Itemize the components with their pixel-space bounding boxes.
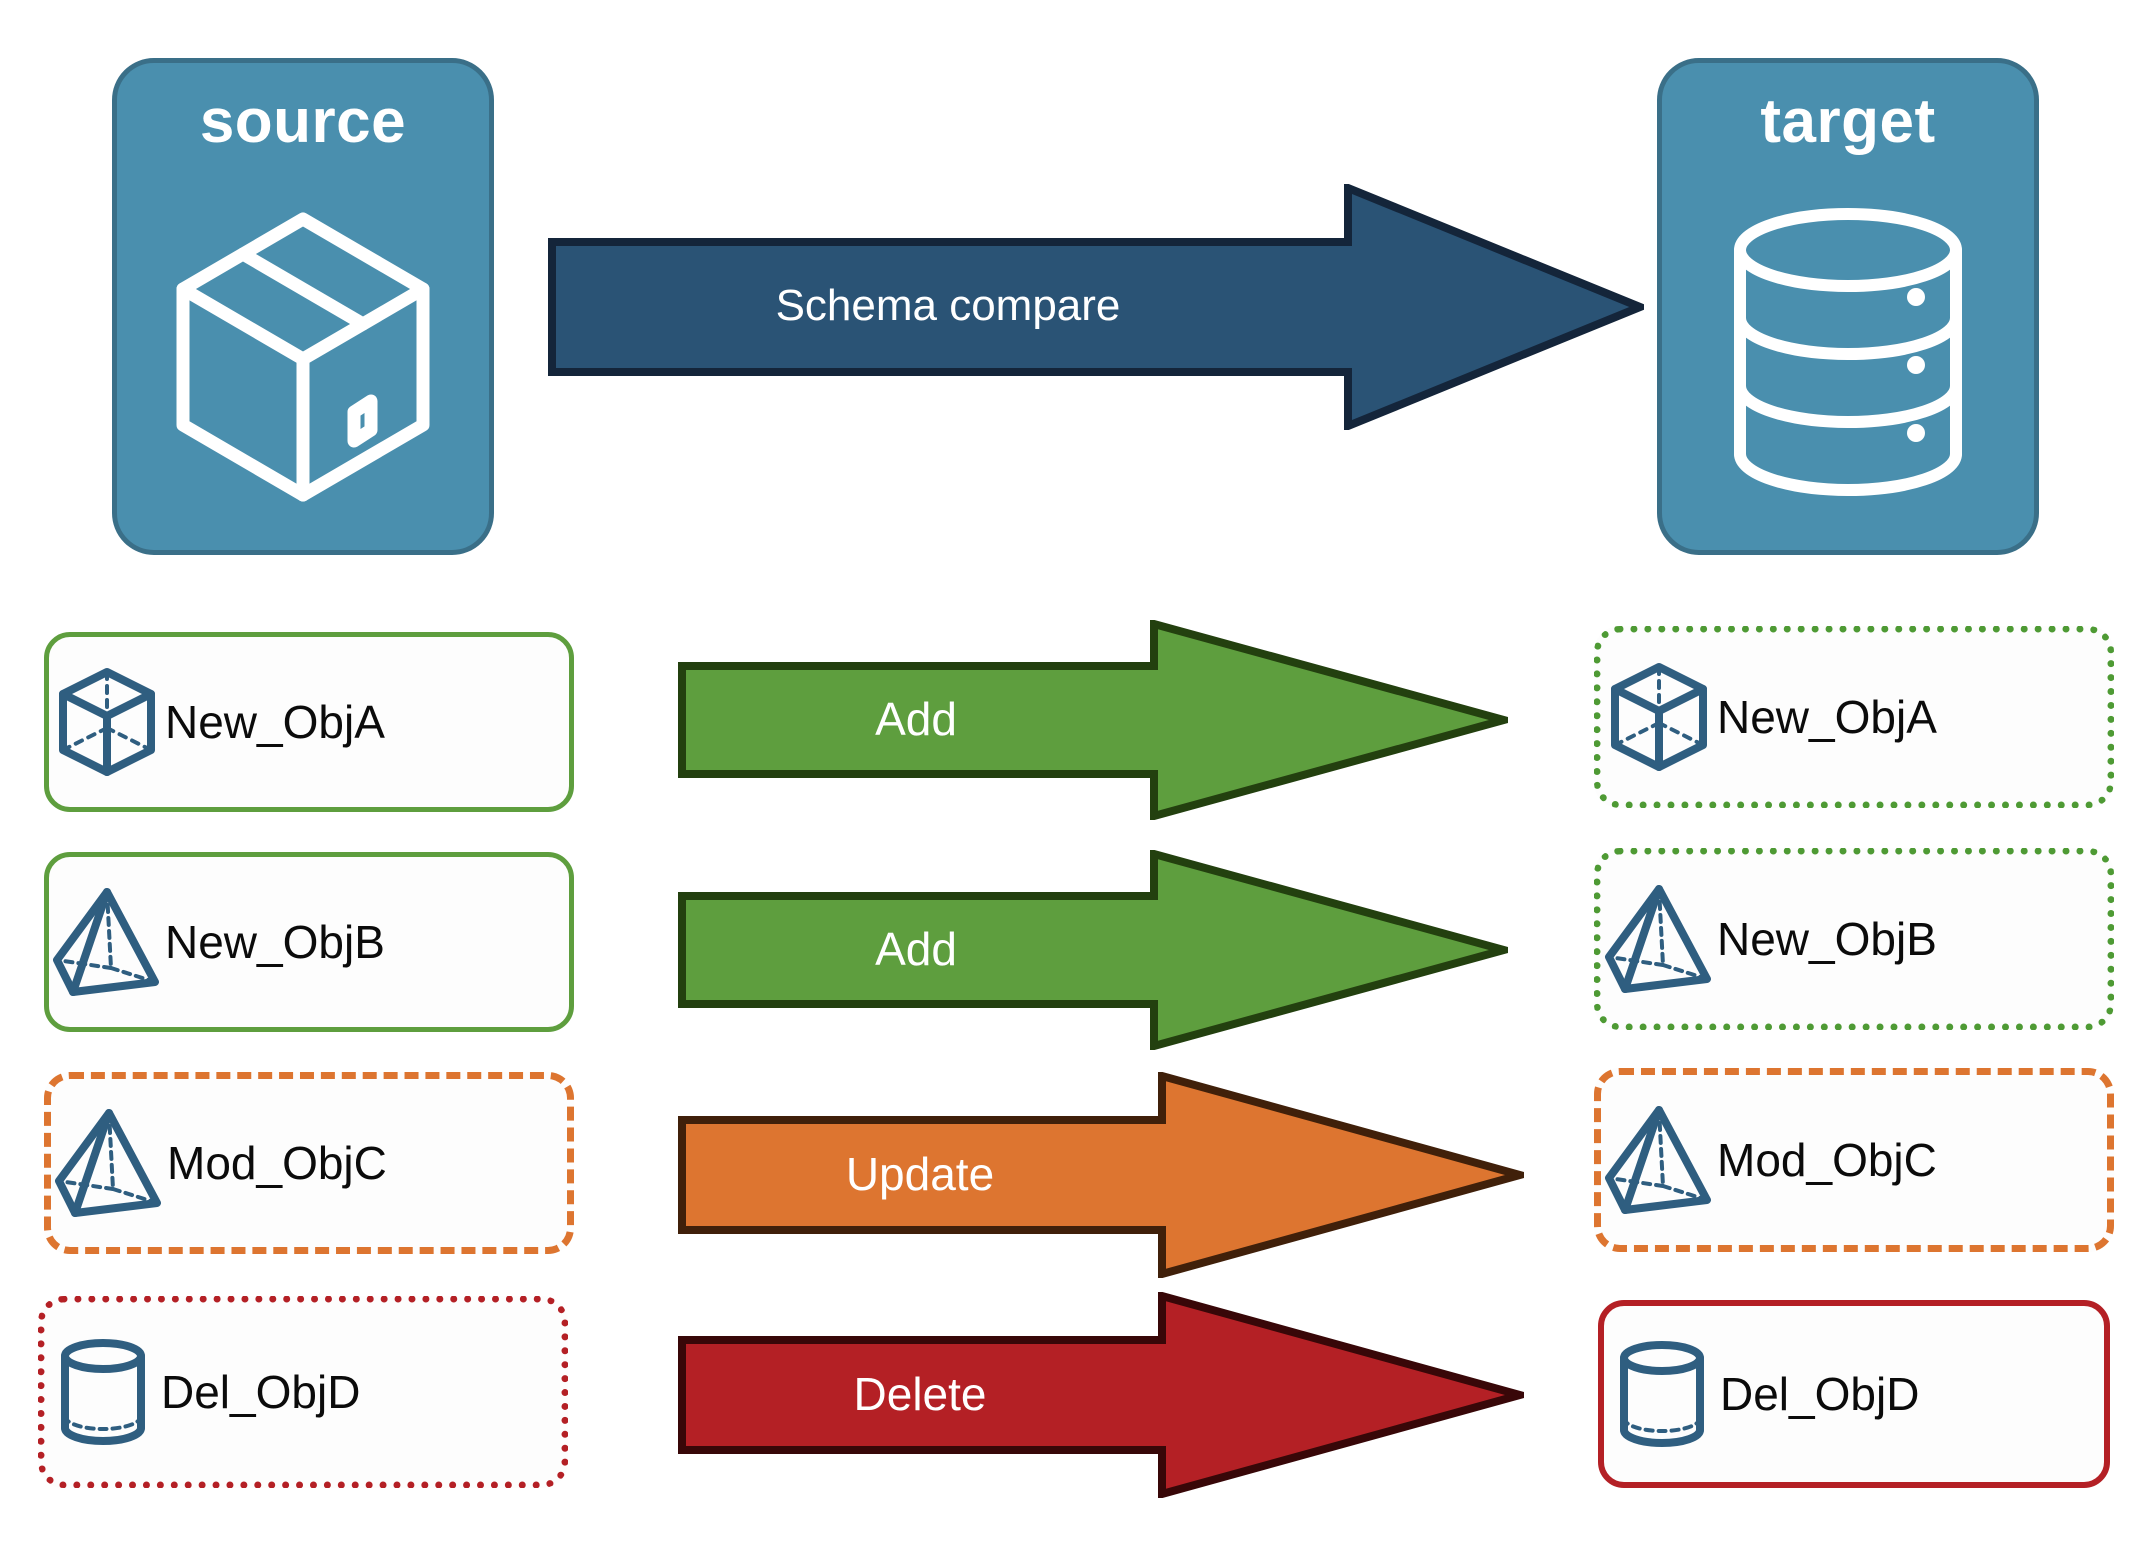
add-arrow-row-2: Add <box>678 848 1520 1052</box>
wireframe-cube-icon <box>1601 661 1717 773</box>
database-cylinder-icon <box>1662 153 2034 550</box>
schema-compare-arrow: Schema compare <box>548 182 1651 432</box>
target-object-label-2: New_ObjB <box>1717 913 1937 965</box>
target-object-row-3[interactable]: Mod_ObjC <box>1594 1068 2114 1252</box>
source-object-row-3[interactable]: Mod_ObjC <box>44 1072 574 1254</box>
source-endpoint-card: source <box>112 58 494 555</box>
wireframe-pyramid-icon <box>51 1107 167 1219</box>
wireframe-cylinder-icon <box>1604 1338 1720 1450</box>
package-box-icon <box>117 153 489 550</box>
target-title: target <box>1760 87 1936 156</box>
target-object-row-1[interactable]: New_ObjA <box>1594 626 2114 808</box>
source-object-label-3: Mod_ObjC <box>167 1137 387 1189</box>
source-object-row-4[interactable]: Del_ObjD <box>38 1296 568 1488</box>
target-endpoint-card: target <box>1657 58 2039 555</box>
source-title: source <box>199 87 407 156</box>
wireframe-pyramid-icon <box>49 886 165 998</box>
delete-arrow-row-4: Delete <box>678 1290 1536 1500</box>
target-object-label-4: Del_ObjD <box>1720 1368 1920 1420</box>
source-object-label-2: New_ObjB <box>165 916 385 968</box>
update-arrow-row-3: Update <box>678 1070 1536 1280</box>
target-object-label-1: New_ObjA <box>1717 691 1937 743</box>
target-object-row-4[interactable]: Del_ObjD <box>1598 1300 2110 1488</box>
wireframe-cylinder-icon <box>45 1336 161 1448</box>
wireframe-pyramid-icon <box>1601 883 1717 995</box>
wireframe-cube-icon <box>49 666 165 778</box>
source-object-label-1: New_ObjA <box>165 696 385 748</box>
target-object-label-3: Mod_ObjC <box>1717 1134 1937 1186</box>
source-object-row-1[interactable]: New_ObjA <box>44 632 574 812</box>
wireframe-pyramid-icon <box>1601 1104 1717 1216</box>
target-object-row-2[interactable]: New_ObjB <box>1594 848 2114 1030</box>
add-arrow-row-1: Add <box>678 618 1520 822</box>
source-object-row-2[interactable]: New_ObjB <box>44 852 574 1032</box>
source-object-label-4: Del_ObjD <box>161 1366 361 1418</box>
